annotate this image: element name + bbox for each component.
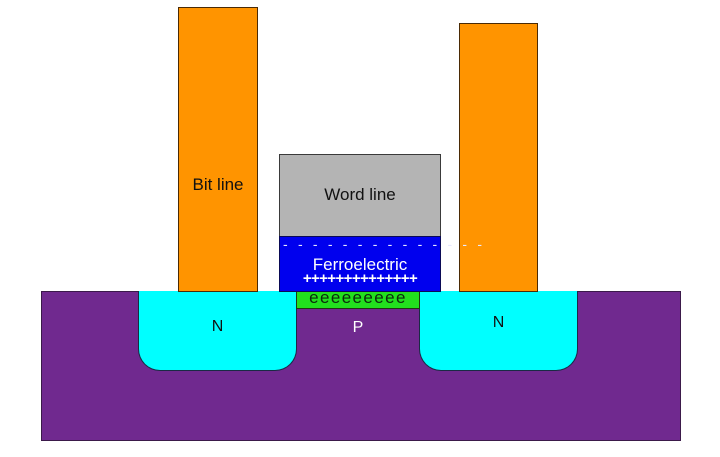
n-left-label: N bbox=[211, 318, 224, 335]
p-substrate bbox=[41, 291, 681, 441]
bit-line-pillar bbox=[178, 7, 258, 292]
electron-charges: eeeeeeeee bbox=[309, 288, 407, 307]
right-contact-pillar bbox=[459, 23, 538, 292]
bit-line-label: Bit line bbox=[192, 175, 244, 194]
positive-charges: ++++++++++++++ bbox=[302, 270, 418, 287]
ferroelectric-layer bbox=[279, 236, 441, 292]
word-line-gate bbox=[279, 154, 441, 237]
negative-charges: - - - - - - - - - - - - - - bbox=[283, 236, 486, 252]
ferroelectric-label: Ferroelectric bbox=[312, 255, 408, 274]
n-right-label: N bbox=[492, 314, 505, 331]
p-region-label: P bbox=[352, 319, 364, 336]
word-line-label: Word line bbox=[324, 185, 396, 204]
n-well-right bbox=[419, 291, 578, 371]
n-well-left bbox=[138, 291, 297, 371]
